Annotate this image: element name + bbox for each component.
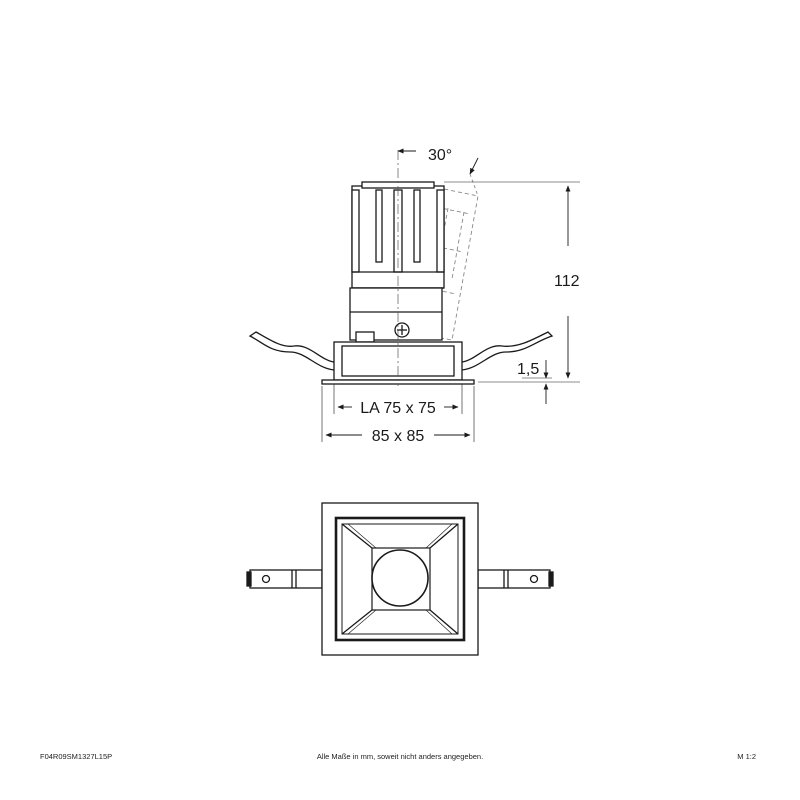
lens xyxy=(371,549,429,607)
top-view xyxy=(246,502,554,656)
top-clip-left xyxy=(246,569,323,589)
trim-square xyxy=(334,516,466,642)
top-clip-right xyxy=(477,569,554,589)
tilt-angle-label: 30° xyxy=(428,147,452,164)
housing xyxy=(349,287,443,343)
spring-clip-left xyxy=(248,331,335,371)
article-code: F04R09SM1327L15P xyxy=(40,752,113,761)
flange-label: 1,5 xyxy=(517,361,539,378)
height-label: 112 xyxy=(554,273,580,290)
spring-clip-right xyxy=(461,331,554,371)
outer-size-label: 85 x 85 xyxy=(372,428,425,445)
cutout-label: LA 75 x 75 xyxy=(360,400,436,417)
side-view xyxy=(248,150,554,386)
dimension-note: Alle Maße in mm, soweit nicht anders ang… xyxy=(316,752,484,761)
scale-label: M 1:2 xyxy=(737,752,756,761)
dimensions xyxy=(321,148,580,442)
